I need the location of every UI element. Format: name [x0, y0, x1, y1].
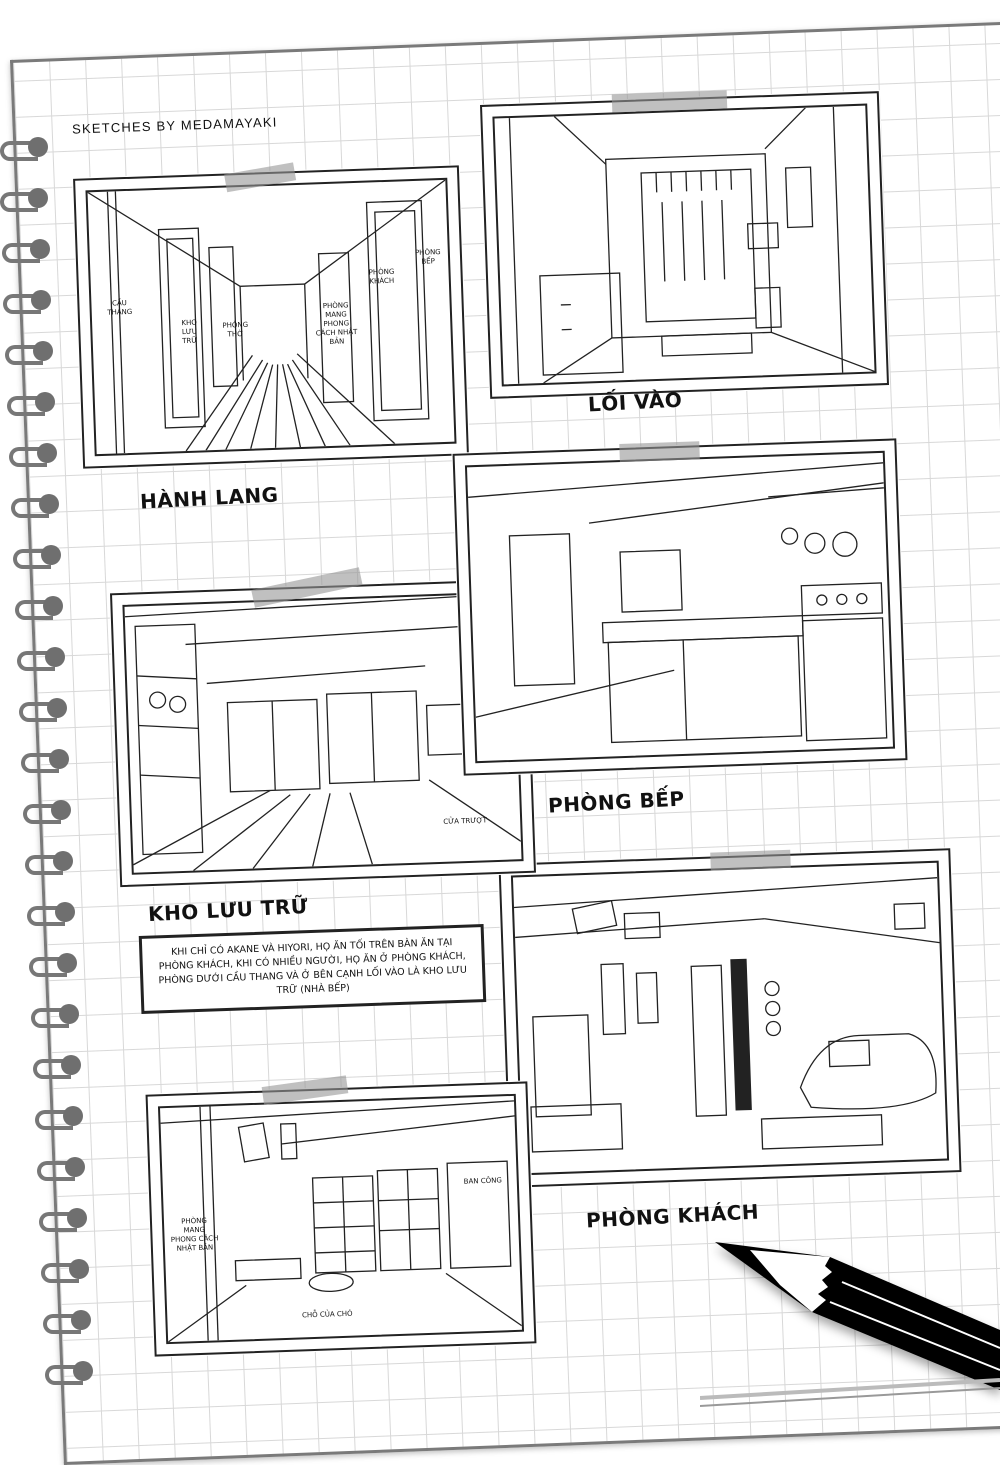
japanese-room-sketch: PHÒNG MANG PHONG CÁCH NHẬT BẢN BAN CÔNG …: [158, 1094, 524, 1344]
ring-icon: [29, 953, 81, 975]
ring-icon: [13, 545, 65, 567]
pencil-icon: [700, 1230, 1000, 1421]
ring-icon: [15, 596, 67, 618]
ring-icon: [9, 443, 61, 465]
ring-icon: [11, 494, 63, 516]
entrance-sketch: [492, 104, 876, 387]
ring-icon: [19, 698, 71, 720]
ring-icon: [17, 647, 69, 669]
hallway-note-storage: KHO LƯU TRỮ: [174, 318, 205, 346]
living-room-sketch: [511, 861, 949, 1176]
hallway-note-kitchen: PHÒNG BẾP: [408, 248, 449, 267]
ring-icon: [41, 1259, 93, 1281]
tape: [710, 850, 791, 871]
ring-icon: [3, 290, 55, 312]
entrance-drawing: [494, 106, 874, 385]
hallway-drawing: [88, 180, 455, 454]
tape: [619, 441, 700, 462]
ring-icon: [7, 392, 59, 414]
ring-icon: [0, 137, 52, 159]
hallway-note-living-room: PHÒNG KHÁCH: [366, 268, 397, 287]
ring-icon: [2, 239, 54, 261]
ring-icon: [45, 1361, 97, 1383]
hallway-note-japanese-room: PHÒNG MANG PHONG CÁCH NHẬT BẢN: [314, 301, 360, 348]
caption-text: KHI CHỈ CÓ AKANE VÀ HIYORI, HỌ ĂN TỐI TR…: [152, 935, 473, 1002]
hallway-note-altar-room: PHÒNG THỜ: [220, 321, 251, 340]
ring-icon: [21, 749, 73, 771]
hallway-note-stairs: CẦU THANG: [99, 299, 140, 318]
ring-icon: [39, 1208, 91, 1230]
ring-icon: [31, 1004, 83, 1026]
japanese-room-note-balcony: BAN CÔNG: [463, 1176, 503, 1186]
panel-kitchen: [453, 438, 908, 775]
panel-living-room: [498, 848, 961, 1188]
hallway-sketch: CẦU THANG KHO LƯU TRỮ PHÒNG THỜ PHÒNG MA…: [85, 178, 456, 456]
label-entrance: LỐI VÀO: [587, 388, 682, 417]
ring-icon: [43, 1310, 95, 1332]
panel-japanese-room: PHÒNG MANG PHONG CÁCH NHẬT BẢN BAN CÔNG …: [146, 1081, 537, 1356]
ring-icon: [37, 1157, 89, 1179]
storage-note-sliding-door: CỬA TRƯỢT: [440, 816, 490, 827]
kitchen-sketch: [465, 451, 895, 763]
ring-icon: [23, 800, 75, 822]
ring-icon: [25, 851, 77, 873]
kitchen-drawing: [467, 453, 893, 761]
panel-hallway: CẦU THANG KHO LƯU TRỮ PHÒNG THỜ PHÒNG MA…: [73, 165, 469, 468]
caption-box: KHI CHỈ CÓ AKANE VÀ HIYORI, HỌ ĂN TỐI TR…: [139, 924, 487, 1014]
ring-icon: [5, 341, 57, 363]
ring-icon: [27, 902, 79, 924]
living-room-drawing: [513, 863, 947, 1174]
ring-icon: [33, 1055, 85, 1077]
spiral-binding: [0, 0, 60, 1421]
ring-icon: [0, 188, 52, 210]
japanese-room-note-japanese-room: PHÒNG MANG PHONG CÁCH NHẬT BẢN: [170, 1216, 219, 1254]
ring-icon: [35, 1106, 87, 1128]
panel-entrance: [480, 91, 889, 399]
